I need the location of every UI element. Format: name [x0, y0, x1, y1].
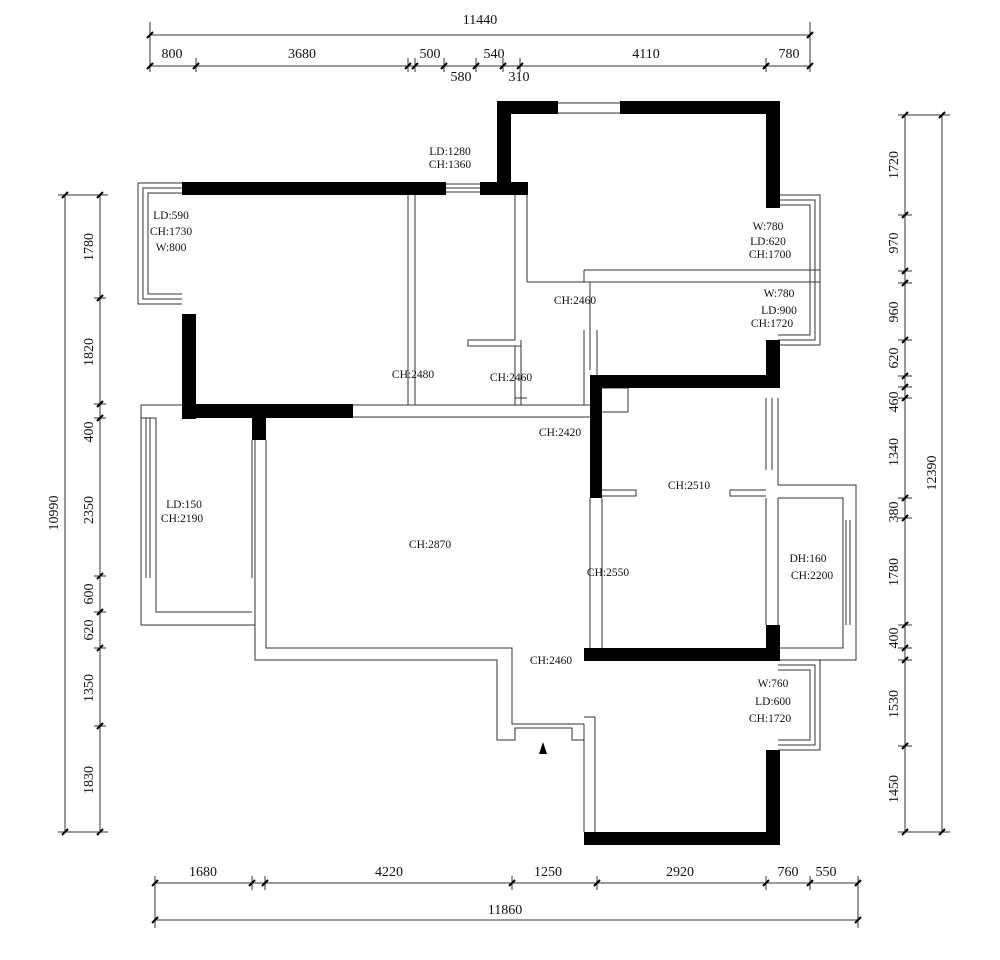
right-total-dim: 12390	[925, 456, 940, 491]
entry-arrow-icon	[539, 742, 547, 754]
ceiling-label-bedroom-right: CH:2510	[668, 480, 710, 492]
right-dim-4: 620	[887, 348, 902, 369]
top-dim-4: 540	[484, 47, 505, 62]
window-right-lower-ch: CH:1720	[749, 713, 791, 725]
bay-left-label-ch: CH:1730	[150, 226, 192, 238]
top-dim-2: 3680	[288, 47, 316, 62]
bay-left-label-ld: LD:590	[153, 210, 189, 222]
left-dim-7: 1350	[82, 674, 97, 702]
ceiling-label-mid-room: CH:2460	[490, 372, 532, 384]
dimension-lines	[58, 22, 950, 928]
ceiling-label-living: CH:2870	[409, 539, 451, 551]
bottom-total-dim: 11860	[488, 903, 522, 918]
bottom-dim-5: 760	[778, 865, 799, 880]
right-dim-6: 1340	[887, 438, 902, 466]
top-sub-dim-2: 310	[509, 70, 530, 85]
bay-right-label-dh: DH:160	[789, 553, 826, 565]
ceiling-label-entry: CH:2460	[530, 655, 572, 667]
right-dim-1: 1720	[887, 151, 902, 179]
top-dim-5: 4110	[632, 47, 659, 62]
top-sub-dim-1: 580	[451, 70, 472, 85]
right-dim-8: 1780	[887, 558, 902, 586]
right-dim-11: 1450	[887, 775, 902, 803]
top-dim-6: 780	[779, 47, 800, 62]
walls	[182, 101, 780, 845]
top-dim-3: 500	[420, 47, 441, 62]
window-right-mid-ch: CH:1720	[751, 318, 793, 330]
right-dim-3: 960	[887, 302, 902, 323]
ceiling-label-wall: CH:2550	[587, 567, 629, 579]
right-dim-2: 970	[887, 233, 902, 254]
window-right-lower-ld: LD:600	[755, 696, 791, 708]
left-dim-5: 600	[82, 584, 97, 605]
window-right-mid-w: W:780	[764, 288, 795, 300]
window-right-upper-w: W:780	[753, 221, 784, 233]
top-total-dim: 11440	[463, 13, 497, 28]
window-top-label-ch: CH:1360	[429, 159, 471, 171]
left-dim-8: 1830	[82, 766, 97, 794]
bay-left-label-w: W:800	[156, 242, 187, 254]
bay-right-label-ch: CH:2200	[791, 570, 833, 582]
ceiling-label-corridor: CH:2460	[554, 295, 596, 307]
right-dim-5: 460	[887, 392, 902, 413]
dimension-ticks	[61, 31, 946, 924]
bottom-dim-6: 550	[816, 865, 837, 880]
bottom-dim-3: 1250	[534, 865, 562, 880]
ceiling-label-passage: CH:2420	[539, 427, 581, 439]
window-right-lower-w: W:760	[758, 678, 789, 690]
top-dim-1: 800	[162, 47, 183, 62]
bottom-dim-2: 4220	[375, 865, 403, 880]
left-dim-1: 1780	[82, 233, 97, 261]
interior-lines	[137, 102, 857, 832]
window-right-upper-ch: CH:1700	[749, 249, 791, 261]
balcony-label-ld: LD:150	[166, 499, 202, 511]
window-right-upper-ld: LD:620	[750, 236, 786, 248]
bottom-dim-1: 1680	[189, 865, 217, 880]
right-dim-9: 400	[887, 628, 902, 649]
window-top-label-ld: LD:1280	[429, 146, 471, 158]
bottom-dim-4: 2920	[666, 865, 694, 880]
left-dim-3: 400	[82, 422, 97, 443]
left-dim-6: 620	[82, 620, 97, 641]
window-right-mid-ld: LD:900	[761, 305, 797, 317]
left-dim-2: 1820	[82, 338, 97, 366]
right-dim-10: 1530	[887, 690, 902, 718]
ceiling-label-left-room: CH:2480	[392, 369, 434, 381]
balcony-label-ch: CH:2190	[161, 513, 203, 525]
left-dim-4: 2350	[82, 496, 97, 524]
right-dim-7: 380	[887, 502, 902, 523]
left-total-dim: 10990	[47, 496, 62, 531]
